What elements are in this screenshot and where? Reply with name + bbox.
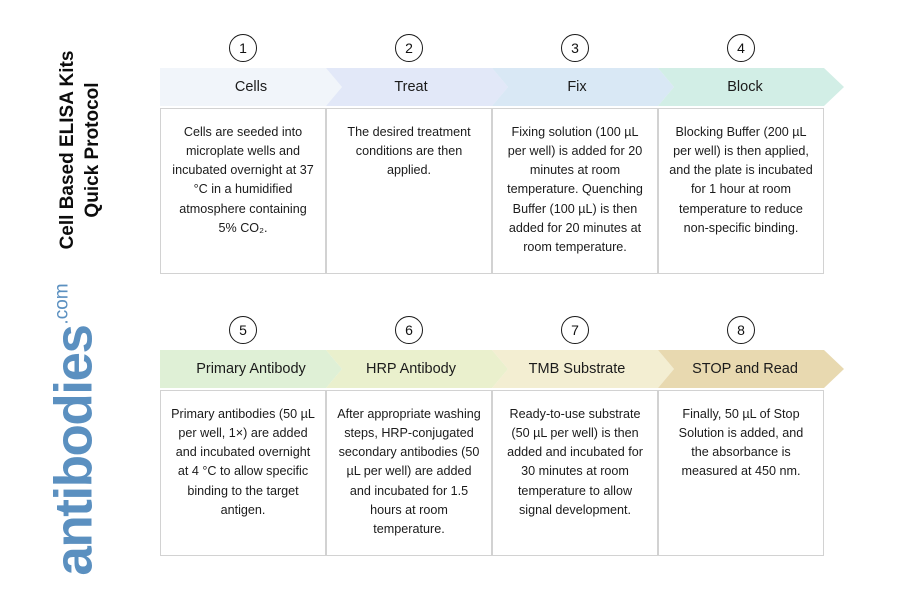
step-header-4[interactable]: Block	[658, 68, 844, 106]
brand-logo-word: antibodies	[44, 325, 104, 576]
step-description-text-4: Blocking Buffer (200 µL per well) is the…	[669, 125, 813, 235]
step-number-badge-7: 7	[561, 316, 589, 344]
step-description-text-2: The desired treatment conditions are the…	[347, 125, 471, 178]
step-header-label-5: Primary Antibody	[196, 361, 306, 377]
step-header-3[interactable]: Fix	[492, 68, 674, 106]
protocol-title-line-2: Quick Protocol	[82, 82, 103, 218]
step-description-8: Finally, 50 µL of Stop Solution is added…	[658, 390, 824, 556]
step-description-6: After appropriate washing steps, HRP-con…	[326, 390, 492, 556]
brand-logo: antibodies.com	[0, 280, 154, 580]
step-header-label-8: STOP and Read	[692, 361, 798, 377]
step-header-label-7: TMB Substrate	[528, 361, 626, 377]
step-number-badge-1: 1	[229, 34, 257, 62]
protocol-title-line-1: Cell Based ELISA Kits	[56, 50, 78, 250]
step-description-text-8: Finally, 50 µL of Stop Solution is added…	[678, 407, 804, 479]
step-header-7[interactable]: TMB Substrate	[492, 350, 674, 388]
step-header-1[interactable]: Cells	[160, 68, 342, 106]
step-description-1: Cells are seeded into microplate wells a…	[160, 108, 326, 274]
step-header-label-6: HRP Antibody	[365, 361, 456, 377]
step-number-badge-8: 8	[727, 316, 755, 344]
step-header-label-3: Fix	[567, 79, 587, 95]
step-number-badge-4: 4	[727, 34, 755, 62]
brand-logo-tld: .com	[51, 283, 73, 325]
step-header-2[interactable]: Treat	[326, 68, 508, 106]
step-header-label-4: Block	[727, 79, 763, 95]
step-header-6[interactable]: HRP Antibody	[326, 350, 508, 388]
step-description-2: The desired treatment conditions are the…	[326, 108, 492, 274]
step-description-text-5: Primary antibodies (50 µL per well, 1×) …	[171, 407, 315, 517]
step-description-4: Blocking Buffer (200 µL per well) is the…	[658, 108, 824, 274]
step-description-7: Ready-to-use substrate (50 µL per well) …	[492, 390, 658, 556]
step-header-5[interactable]: Primary Antibody	[160, 350, 342, 388]
step-description-text-1: Cells are seeded into microplate wells a…	[172, 125, 314, 235]
step-header-label-1: Cells	[234, 79, 268, 95]
step-header-8[interactable]: STOP and Read	[658, 350, 844, 388]
step-number-badge-5: 5	[229, 316, 257, 344]
step-description-5: Primary antibodies (50 µL per well, 1×) …	[160, 390, 326, 556]
step-description-3: Fixing solution (100 µL per well) is add…	[492, 108, 658, 274]
step-description-text-3: Fixing solution (100 µL per well) is add…	[507, 125, 643, 254]
step-header-label-2: Treat	[394, 79, 428, 95]
step-number-badge-2: 2	[395, 34, 423, 62]
step-number-badge-3: 3	[561, 34, 589, 62]
protocol-title: Cell Based ELISA Kits Quick Protocol	[0, 0, 160, 300]
step-description-text-7: Ready-to-use substrate (50 µL per well) …	[507, 407, 643, 517]
step-number-badge-6: 6	[395, 316, 423, 344]
step-description-text-6: After appropriate washing steps, HRP-con…	[337, 407, 481, 536]
